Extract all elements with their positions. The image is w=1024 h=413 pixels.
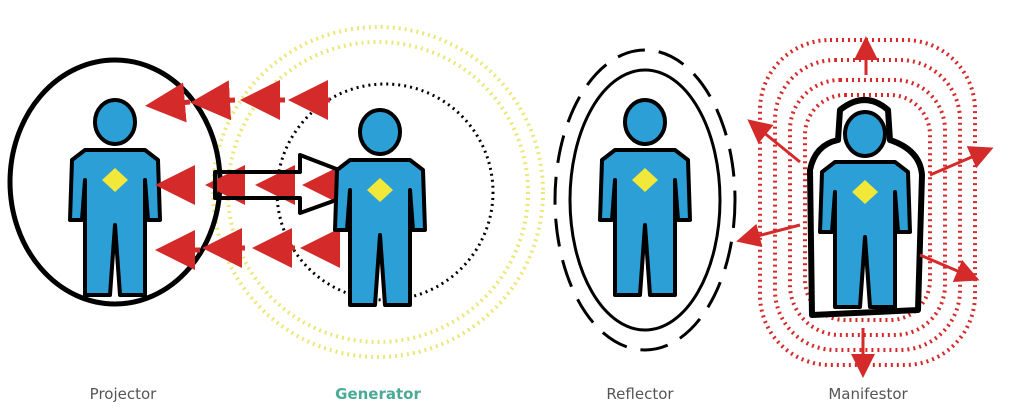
reflector-figure	[553, 48, 737, 352]
projector-arrows	[145, 80, 342, 270]
label-projector: Projector	[89, 385, 157, 403]
generator-person-icon	[333, 108, 427, 307]
label-reflector: Reflector	[606, 385, 674, 403]
person-icon	[68, 98, 162, 297]
manifestor-figure	[736, 36, 994, 378]
label-manifestor: Manifestor	[828, 385, 908, 403]
projector-figure	[7, 57, 223, 307]
label-generator[interactable]: Generator	[335, 385, 421, 403]
